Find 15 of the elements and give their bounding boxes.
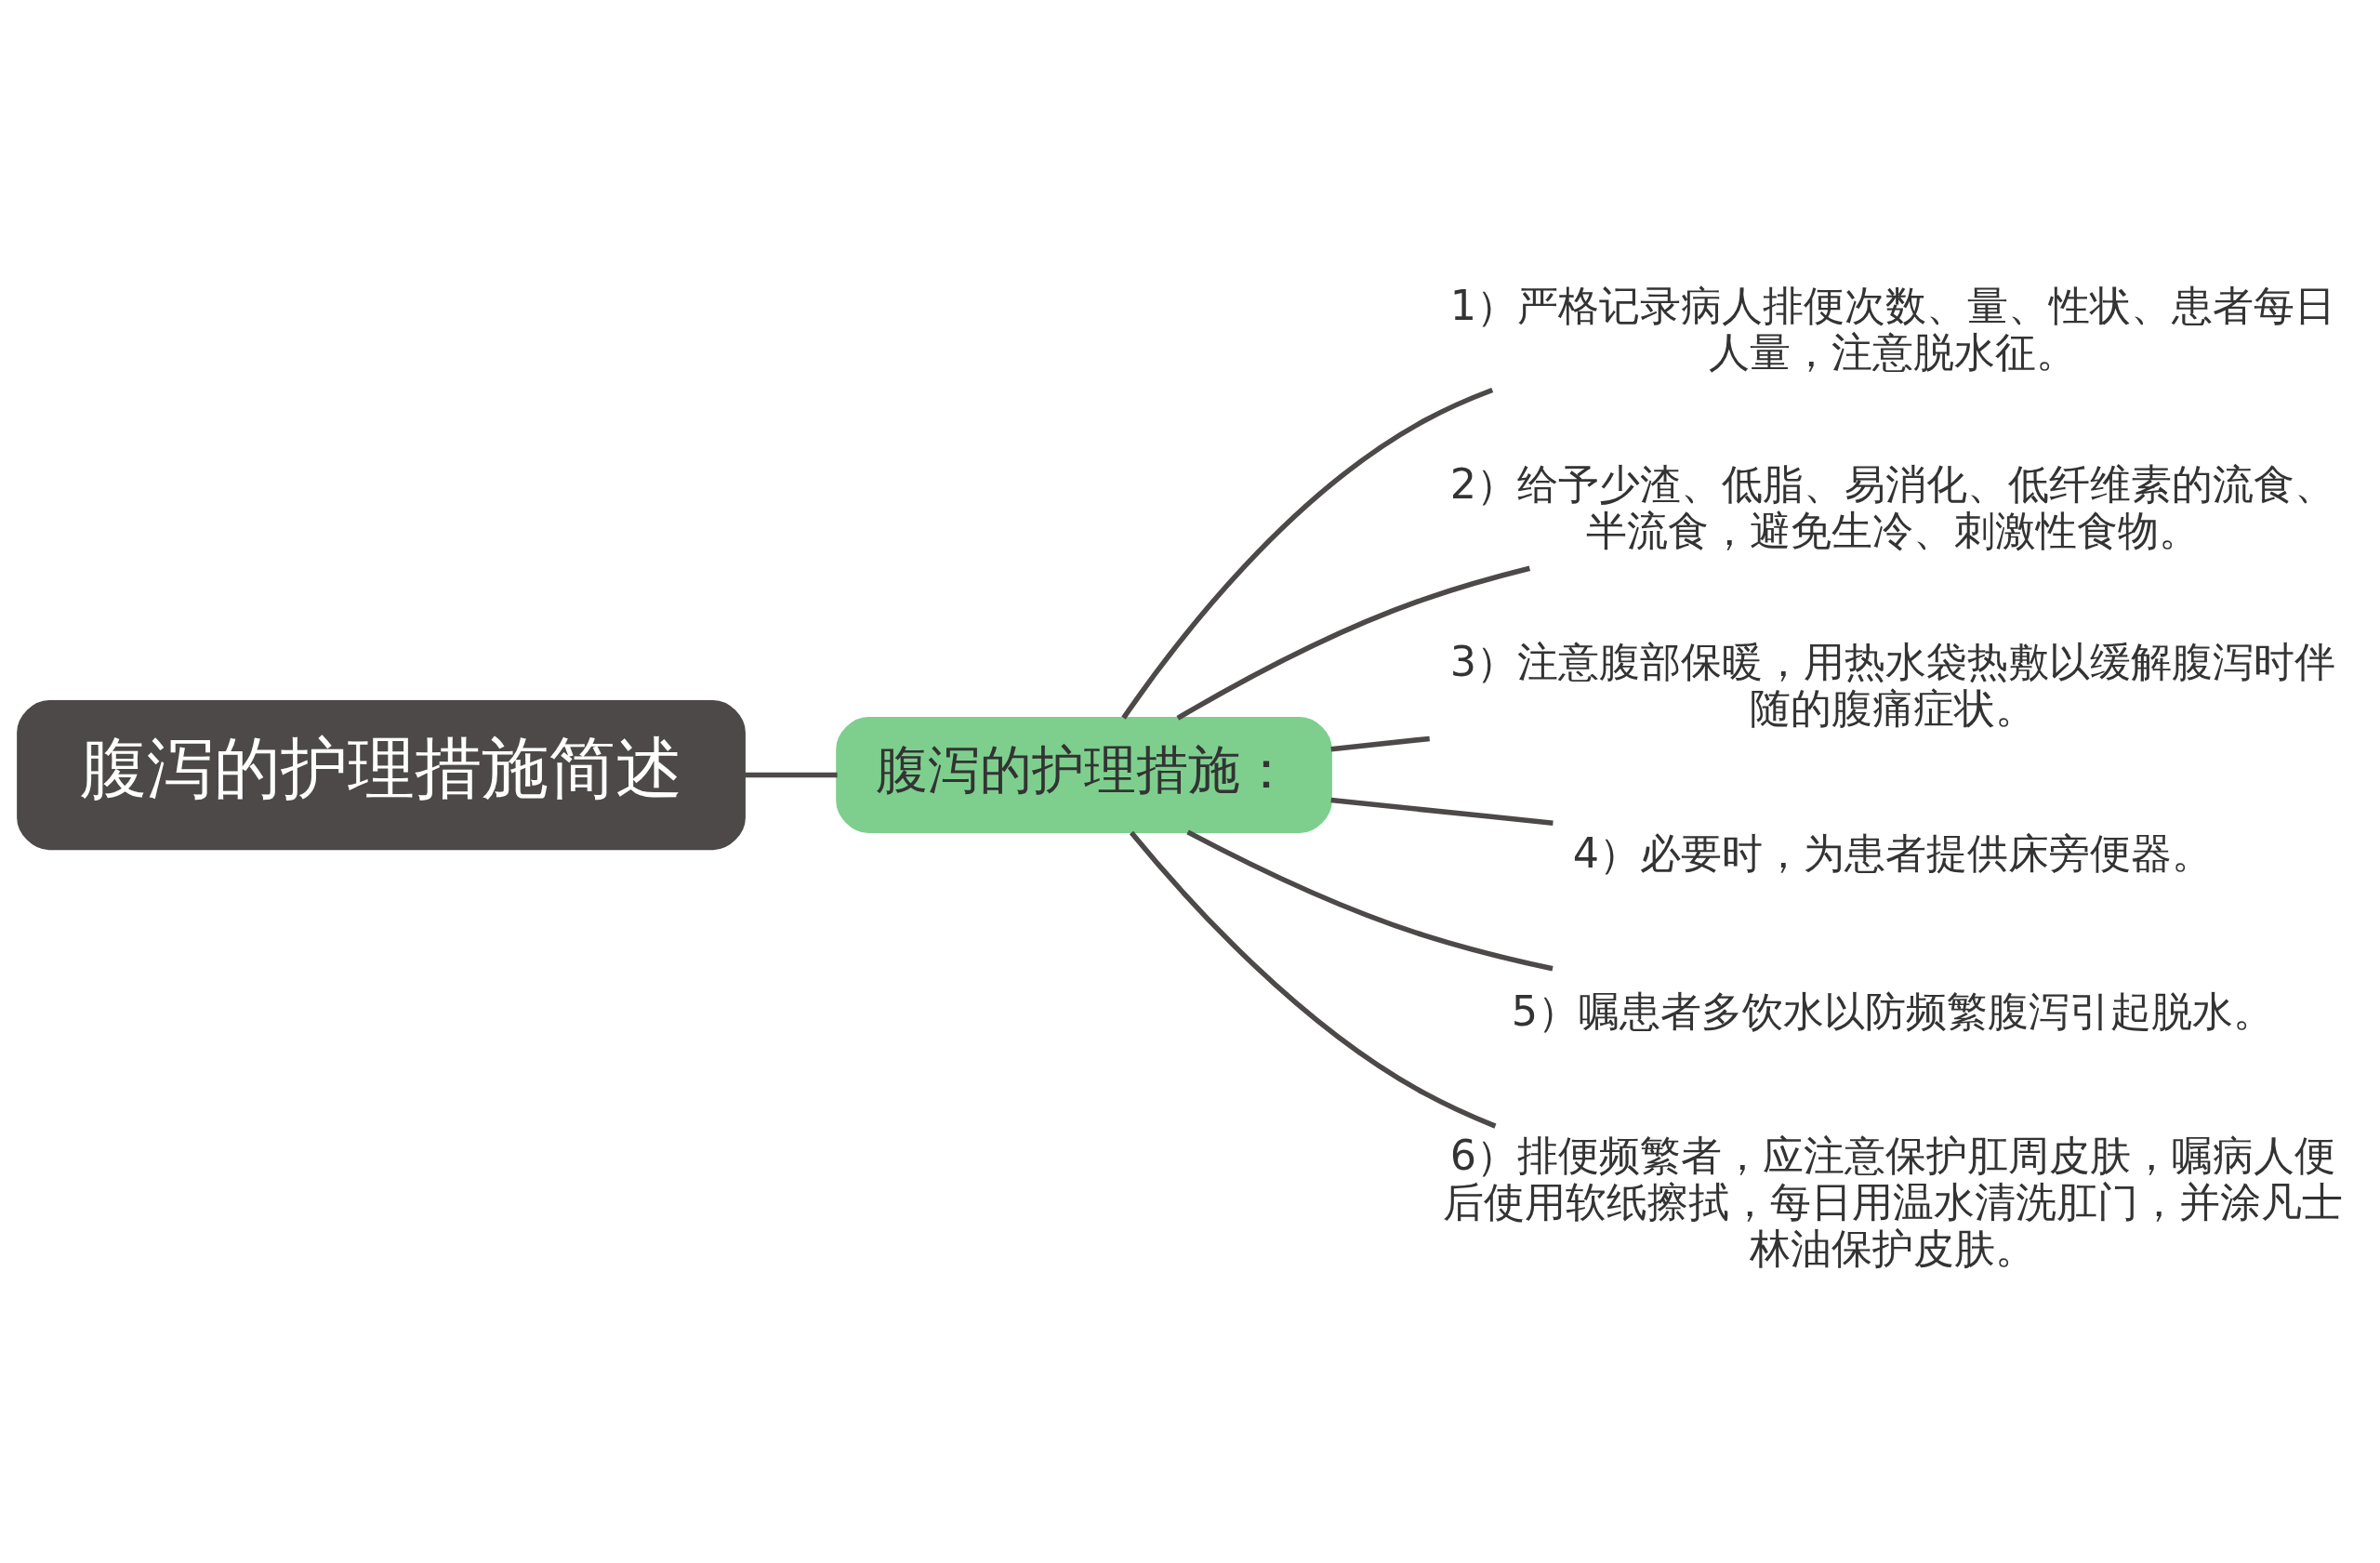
node-text: 2）给予少渣、低脂、易消化、低纤维素的流食、半流食，避免生冷、刺激性食物。 [1449, 459, 2336, 554]
node-box: 腹泻的护理措施： [836, 717, 1332, 834]
connector [745, 772, 838, 778]
connector [1129, 830, 1497, 1129]
connector [1186, 829, 1554, 972]
connector [1330, 735, 1430, 752]
connector [1176, 565, 1531, 721]
node-box: 腹泻的护理措施简述 [17, 699, 746, 851]
node-text: 1）严格记录病人排便次数、量、性状、患者每日人量，注意脱水征。 [1449, 281, 2336, 376]
node-text: 5）嘱患者多饮水以防频繁腹泻引起脱水。 [1511, 987, 2275, 1035]
node-text: 3）注意腹部保暖，用热水袋热敷以缓解腹泻时伴随的腹痛症状。 [1449, 638, 2336, 733]
node-text: 4）必要时，为患者提供床旁便器。 [1572, 829, 2214, 878]
connector [1121, 387, 1494, 720]
connector [1330, 797, 1554, 826]
node-text: 6）排便频繁者，应注意保护肛周皮肤，嘱病人便后使用软纸擦拭，每日用温水清洗肛门，并涂凡士林油保护皮肤。 [1443, 1132, 2344, 1273]
